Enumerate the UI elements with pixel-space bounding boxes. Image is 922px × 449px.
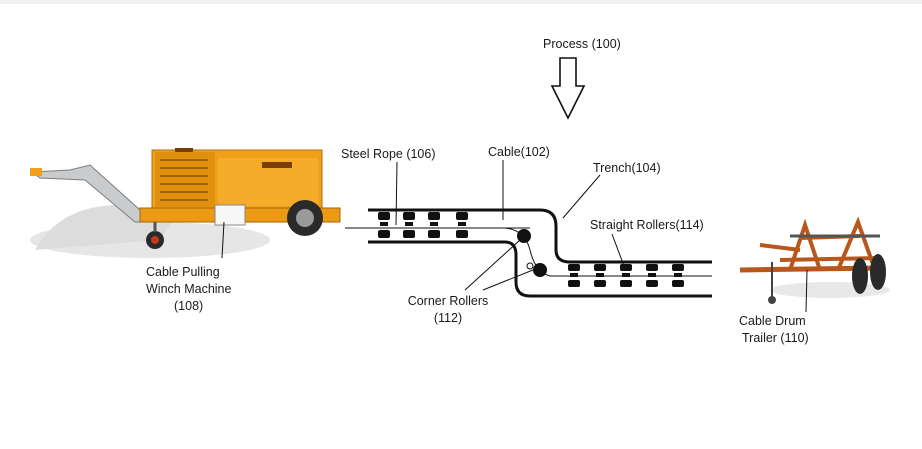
corner-rollers-label: Corner Rollers (112) [398,293,498,327]
straight-rollers-label: Straight Rollers(114) [590,218,704,232]
roller-schematic [345,160,712,298]
winch-machine-image [30,148,341,259]
corner-rollers-line2: (112) [433,311,463,325]
lower-rollers [568,264,684,287]
cable-drum-trailer-label: Cable Drum Trailer (110) [738,313,809,347]
winch-line1: Cable Pulling [146,265,220,279]
steel-rope-label: Steel Rope (106) [341,147,436,161]
process-arrow [550,57,586,120]
corner-rollers-line1: Corner Rollers [407,294,489,308]
drum-line1: Cable Drum [739,314,806,328]
top-band [0,0,922,4]
winch-machine-label: Cable Pulling Winch Machine (108) [146,264,231,315]
winch-line3: (108) [174,299,204,313]
drum-line2: Trailer (110) [742,331,809,345]
process-label: Process (100) [543,37,621,51]
winch-line2: Winch Machine [146,282,232,296]
trench-label: Trench(104) [593,161,661,175]
cable-drum-trailer-image [739,216,890,313]
upper-rollers [378,212,468,238]
cable-label: Cable(102) [488,145,550,159]
